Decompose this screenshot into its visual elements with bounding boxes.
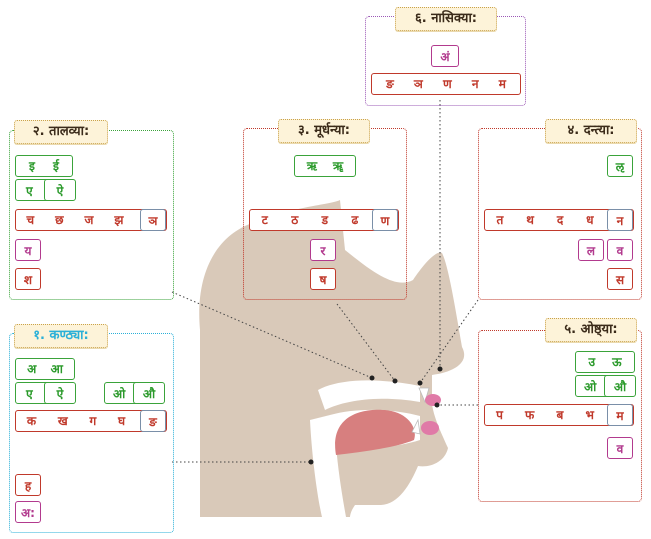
- vowel-letter: अ: [27, 362, 37, 376]
- talavya-consonants: च छ ज झ ञ: [15, 209, 167, 231]
- consonant-letter: क: [26, 414, 37, 428]
- kanthya-vowels-2: ए ऐ: [15, 382, 76, 404]
- upper-tooth: [418, 387, 430, 404]
- consonant-letter: द: [556, 213, 564, 227]
- consonant-letter: ज: [84, 213, 94, 227]
- title-kanthya: १. कण्ठ्या:: [14, 324, 108, 348]
- consonant-letter: ख: [57, 414, 68, 428]
- vowel-letter: ऊ: [612, 355, 622, 369]
- lower-lip: [421, 421, 439, 435]
- nasal-letter: न: [616, 214, 624, 228]
- nasal-letter: ञ: [413, 77, 423, 91]
- vowel-letter: उ: [588, 355, 596, 369]
- nasal-letter: ञ: [148, 214, 158, 228]
- nasal-letter: ण: [442, 77, 452, 91]
- consonant-letter: छ: [55, 213, 64, 227]
- consonant-letter: ठ: [291, 213, 299, 227]
- talavya-vowels-2: ए ऐ: [15, 179, 76, 201]
- nasal-letter: ङ: [386, 77, 394, 91]
- vowel-letter: ए: [26, 387, 33, 401]
- vowel-letter: ऋ: [306, 159, 318, 173]
- oshthya-semivowel: व: [607, 437, 633, 459]
- vowel-letter: आ: [50, 362, 63, 376]
- talavya-semivowel: य: [15, 239, 41, 261]
- vowel-letter: इ: [29, 159, 35, 173]
- talavya-vowels-1: इ ई: [15, 155, 73, 177]
- lower-tooth: [411, 418, 421, 435]
- title-nasikya: ६. नासिक्या:: [395, 7, 497, 31]
- consonant-letter: भ: [585, 408, 594, 422]
- kanthya-ha: ह: [15, 474, 41, 496]
- dot-talavya: [369, 375, 375, 381]
- title-dantya: ४. दन्त्या:: [545, 119, 637, 143]
- dot-oshthya: [434, 402, 440, 408]
- kanthya-vowels-1: अ आ: [15, 358, 75, 380]
- vowel-letter: औ: [142, 387, 156, 401]
- nasal-letter: ङ: [149, 415, 157, 429]
- leader-murdhanya: [336, 303, 396, 382]
- consonant-letter: ब: [556, 408, 564, 422]
- vowel-letter: ॠ: [332, 159, 344, 173]
- kanthya-consonants: क ख ग घ ङ: [15, 410, 167, 432]
- nasal-letter: म: [498, 77, 506, 91]
- consonant-letter: प: [496, 408, 503, 422]
- dot-dantya: [417, 380, 423, 386]
- mouth-cavity: [318, 380, 420, 410]
- vowel-letter: ओ: [113, 387, 126, 401]
- vowel-letter: ऐ: [56, 184, 64, 198]
- dot-murdhanya: [392, 378, 398, 384]
- vowel-letter: औ: [613, 380, 627, 394]
- consonant-letter: च: [26, 213, 35, 227]
- consonant-letter: त: [496, 213, 504, 227]
- dantya-va: व: [607, 239, 633, 261]
- consonant-letter: ड: [321, 213, 329, 227]
- tongue-shape: [335, 409, 415, 455]
- dantya-vowel: ऌ: [607, 155, 633, 177]
- vowel-letter: ओ: [584, 380, 597, 394]
- murdhanya-semivowel: र: [310, 239, 336, 261]
- consonant-letter: झ: [114, 213, 124, 227]
- consonant-letter: ट: [261, 213, 268, 227]
- oshthya-vowels-1: उ ऊ: [575, 351, 635, 373]
- dantya-la: ल: [578, 239, 604, 261]
- consonant-letter: थ: [526, 213, 534, 227]
- dantya-consonants: त थ द ध न: [484, 209, 634, 231]
- nasal-letter: म: [616, 409, 624, 423]
- title-oshthya: ५. ओष्ठ्या:: [545, 318, 637, 342]
- vowel-letter: ई: [53, 159, 59, 173]
- leader-talavya: [171, 291, 373, 379]
- leader-dantya: [419, 299, 479, 384]
- consonant-letter: ढ: [351, 213, 359, 227]
- consonant-letter: ध: [586, 213, 594, 227]
- kanthya-vowels-3: ओ औ: [104, 382, 165, 404]
- nasal-letter: ण: [380, 214, 390, 228]
- title-murdhanya: ३. मूर्धन्या:: [278, 119, 370, 143]
- oshthya-vowels-2: ओ औ: [575, 375, 636, 397]
- dot-nasikya: [437, 366, 443, 372]
- consonant-letter: ग: [89, 414, 97, 428]
- vowel-letter: ऐ: [56, 387, 64, 401]
- consonant-letter: घ: [117, 414, 126, 428]
- dot-kanthya: [308, 459, 314, 465]
- title-talavya: २. तालव्या:: [14, 120, 108, 144]
- dantya-sibilant: स: [607, 268, 633, 290]
- oshthya-consonants: प फ ब भ म: [484, 404, 634, 426]
- nasal-letter: न: [471, 77, 479, 91]
- consonant-letter: फ: [525, 408, 535, 422]
- kanthya-visarga: अ:: [15, 501, 41, 523]
- murdhanya-vowels: ऋ ॠ: [294, 155, 356, 177]
- talavya-sibilant: श: [15, 268, 41, 290]
- murdhanya-sibilant: ष: [310, 268, 336, 290]
- vowel-letter: ए: [26, 184, 33, 198]
- murdhanya-consonants: ट ठ ड ढ ण: [249, 209, 399, 231]
- anusvara-box: अं: [431, 45, 459, 67]
- nasikya-letters: ङ ञ ण न म: [371, 73, 521, 95]
